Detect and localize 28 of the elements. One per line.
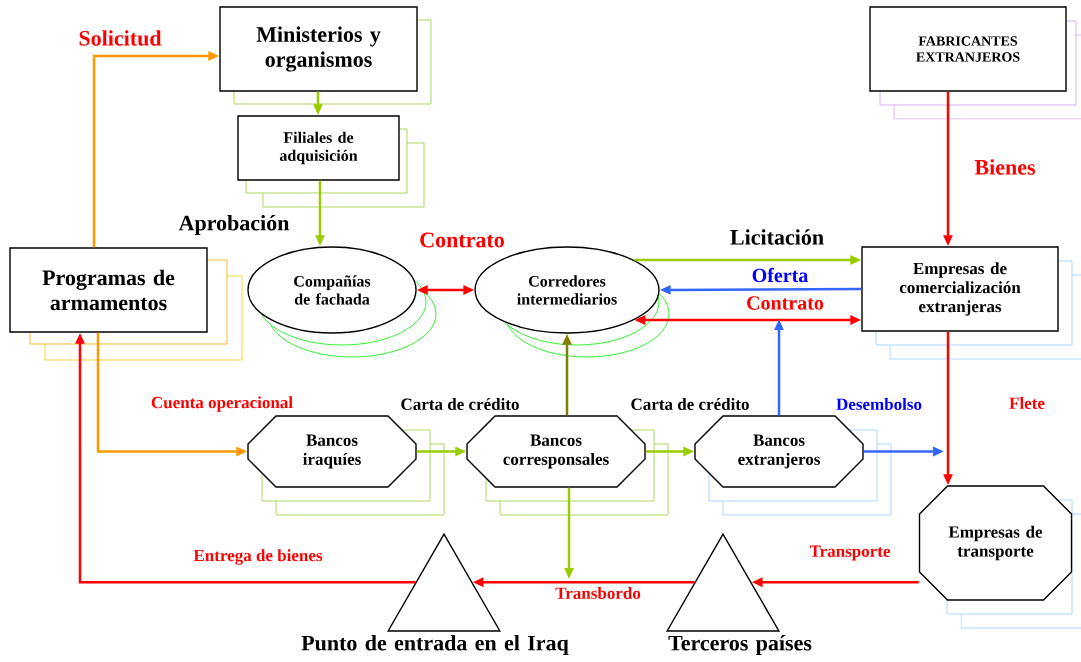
edge-label: Contrato [745, 295, 825, 311]
node-label: Empresas de [913, 262, 1007, 278]
stacked-octagon: Bancos iraquíes [247, 415, 445, 516]
stacked-box: Filiales de adquisición [237, 115, 425, 208]
edge-label: Carta de crédito [629, 397, 751, 411]
node-label: Bancos [753, 434, 805, 446]
stacked-octagon: Bancos corresponsales [466, 415, 669, 516]
edge-label: Contrato [418, 231, 506, 249]
edge-label: Aprobación [177, 214, 291, 236]
stacked-box: Programas de armamentos [9, 247, 243, 361]
edge-label: Entrega de bienes [192, 548, 324, 566]
edge-label: Desembolso [835, 397, 923, 411]
node-label: Filiales de [283, 131, 354, 143]
edge-label: Carta de crédito [399, 397, 521, 411]
stacked-box: FABRICANTES EXTRANJEROS [869, 6, 1081, 120]
stacked-octagon: Empresas de transporte [918, 485, 1081, 629]
edge-label: Bienes [973, 158, 1037, 176]
stacked-box: Empresas de comercialización extranjeras [861, 246, 1081, 360]
edge-label: Cuenta operacional [149, 395, 295, 413]
stacked-octagon: Bancos extranjeros [694, 415, 892, 516]
edge-label: Licitación [728, 228, 826, 246]
stacked-box: Ministerios y organismos [219, 6, 432, 105]
edge-label: Solicitud [77, 29, 163, 47]
edge-label: Flete [1008, 396, 1046, 410]
edge-label: Transbordo [554, 586, 642, 600]
edge-label: Oferta [750, 266, 810, 284]
edge-label: Transporte [808, 544, 892, 562]
node-label: Empresas de transporte [948, 525, 1043, 561]
